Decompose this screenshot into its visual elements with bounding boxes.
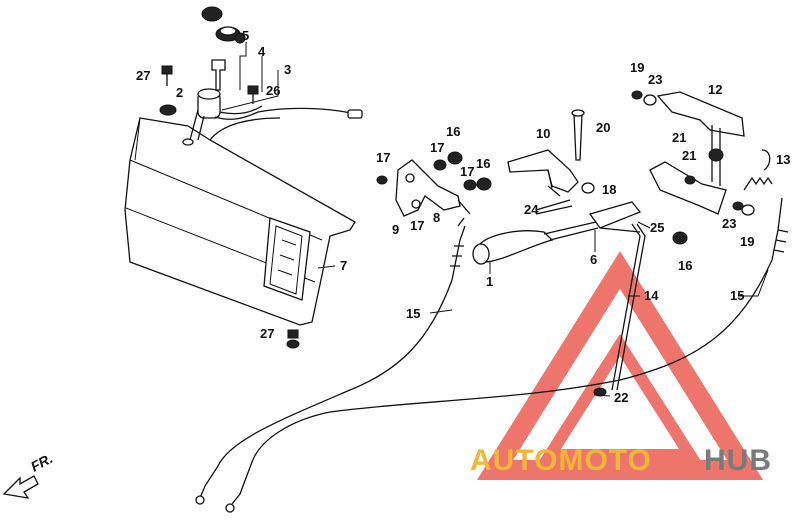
front-direction-indicator: FR. bbox=[2, 450, 55, 499]
label-23-bottom: 23 bbox=[722, 216, 736, 231]
label-16-a: 16 bbox=[446, 124, 460, 139]
label-18: 18 bbox=[602, 182, 616, 197]
label-7: 7 bbox=[340, 258, 347, 273]
label-26: 26 bbox=[266, 83, 280, 98]
label-5: 5 bbox=[242, 28, 249, 43]
label-6: 6 bbox=[590, 252, 597, 267]
label-17-c: 17 bbox=[460, 164, 474, 179]
front-label: FR. bbox=[28, 450, 55, 475]
label-13: 14 bbox=[644, 288, 659, 303]
label-25: 25 bbox=[650, 220, 664, 235]
cable-14 bbox=[225, 197, 789, 513]
label-8: 8 bbox=[433, 210, 440, 225]
label-21-a: 21 bbox=[672, 130, 686, 145]
spring-11 bbox=[743, 149, 773, 191]
rod-13 bbox=[593, 223, 646, 397]
label-9: 9 bbox=[392, 222, 399, 237]
label-4: 4 bbox=[258, 44, 266, 59]
label-19-bottom: 19 bbox=[740, 234, 754, 249]
bolt-27-bottom bbox=[286, 329, 300, 349]
label-11: 13 bbox=[776, 152, 790, 167]
label-16-b: 16 bbox=[476, 156, 490, 171]
label-17-b: 17 bbox=[430, 140, 444, 155]
label-27-top: 27 bbox=[136, 68, 150, 83]
label-20: 20 bbox=[596, 120, 610, 135]
label-22: 22 bbox=[614, 390, 628, 405]
bracket-12 bbox=[631, 90, 755, 245]
label-19-top: 19 bbox=[630, 60, 644, 75]
watermark: AUTOMOTO HUB bbox=[470, 444, 772, 477]
label-1: 1 bbox=[486, 274, 493, 289]
label-17-a: 17 bbox=[376, 150, 390, 165]
label-10: 10 bbox=[536, 126, 550, 141]
cable-15 bbox=[195, 217, 466, 505]
key-heads bbox=[201, 6, 246, 44]
lever-bracket bbox=[376, 151, 492, 217]
release-lever bbox=[472, 199, 642, 265]
key-cylinder bbox=[189, 88, 363, 141]
label-3: 3 bbox=[284, 62, 291, 77]
nut-2 bbox=[159, 104, 177, 116]
label-12: 12 bbox=[708, 82, 722, 97]
cover-panel bbox=[124, 117, 356, 326]
bracket-10 bbox=[507, 149, 595, 197]
label-21-b: 21 bbox=[682, 148, 696, 163]
watermark-triangle bbox=[476, 251, 764, 480]
watermark-text-2: HUB bbox=[704, 444, 772, 477]
label-16-c: 16 bbox=[678, 258, 692, 273]
leader-lines bbox=[221, 42, 769, 397]
label-2: 2 bbox=[176, 85, 183, 100]
bolt-27-top bbox=[161, 65, 173, 86]
label-17-d: 17 bbox=[410, 218, 424, 233]
watermark-text-1: AUTOMOTO bbox=[470, 444, 652, 477]
label-23-top: 23 bbox=[648, 72, 662, 87]
label-14: 15 bbox=[730, 288, 744, 303]
label-24: 24 bbox=[524, 202, 539, 217]
pin-20 bbox=[571, 109, 585, 161]
front-arrow-icon bbox=[2, 475, 39, 499]
label-27-bottom: 27 bbox=[260, 326, 274, 341]
label-15: 15 bbox=[406, 306, 420, 321]
part-labels: 5 4 3 27 2 26 7 27 17 17 16 17 16 8 9 17… bbox=[136, 28, 790, 405]
key bbox=[211, 59, 226, 91]
